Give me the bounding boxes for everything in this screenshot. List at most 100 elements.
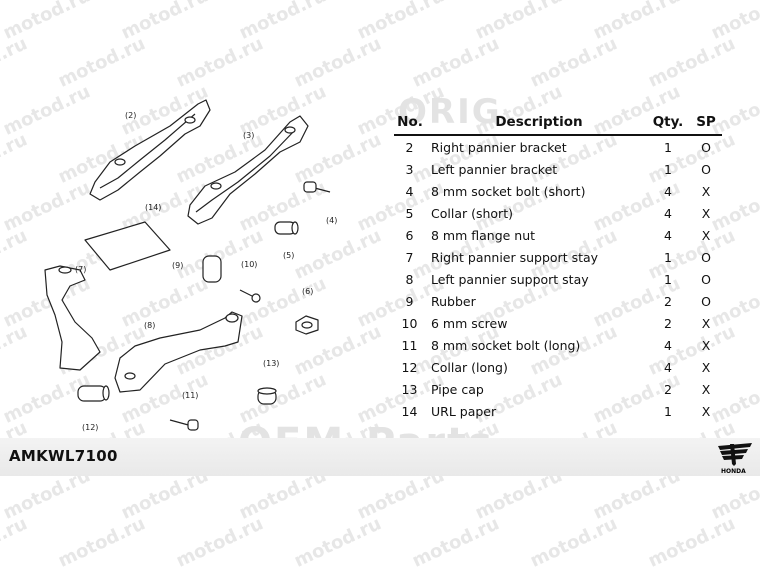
- header-no: No.: [394, 110, 431, 136]
- watermark-text: motod.ru: [117, 0, 212, 44]
- watermark-text: motod.ru: [54, 33, 149, 92]
- cell-sp: X: [701, 381, 711, 397]
- cell-description: Collar (short): [431, 205, 513, 221]
- cell-qty: 1: [664, 403, 672, 419]
- cell-qty: 2: [664, 381, 672, 397]
- callout-6: (6): [302, 287, 313, 296]
- rubber-drawing: [202, 255, 222, 283]
- cell-qty: 1: [664, 271, 672, 287]
- cell-description: 8 mm socket bolt (long): [431, 337, 581, 353]
- watermark-text: motod.ru: [0, 33, 31, 92]
- callout-13: (13): [263, 359, 279, 368]
- watermark-text: motod.ru: [172, 33, 267, 92]
- collar-short-drawing: [274, 221, 299, 235]
- watermark-text: motod.ru: [408, 33, 503, 92]
- cell-sp: X: [701, 337, 711, 353]
- callout-9: (9): [172, 261, 183, 270]
- collar-long-drawing: [77, 385, 110, 402]
- watermark-text: motod.ru: [172, 513, 267, 570]
- cell-no: 3: [405, 161, 414, 177]
- watermark-text: motod.ru: [353, 0, 448, 44]
- cell-no: 5: [405, 205, 414, 221]
- cell-no: 9: [405, 293, 414, 309]
- left-pannier-bracket-drawing: [187, 115, 309, 225]
- socket-bolt-short-drawing: [303, 181, 331, 193]
- watermark-text: motod.ru: [589, 0, 684, 44]
- cell-no: 4: [405, 183, 414, 199]
- callout-2: (2): [125, 111, 136, 120]
- watermark-text: motod.ru: [471, 0, 566, 44]
- callout-7: (7): [75, 265, 86, 274]
- header-qty: Qty.: [646, 110, 690, 136]
- watermark-text: motod.ru: [408, 513, 503, 570]
- cell-sp: X: [701, 403, 711, 419]
- callout-10: (10): [241, 260, 257, 269]
- cell-no: 6: [405, 227, 414, 243]
- table-header-row: No. Description Qty. SP: [394, 110, 722, 136]
- cell-description: Rubber: [431, 293, 476, 309]
- watermark-text: motod.ru: [290, 513, 385, 570]
- honda-brand-text: HONDA: [721, 468, 746, 475]
- cell-qty: 1: [664, 249, 672, 265]
- table-row: 4 8 mm socket bolt (short) 4 X: [394, 180, 722, 202]
- cell-qty: 4: [664, 227, 672, 243]
- cell-qty: 4: [664, 337, 672, 353]
- table-row: 3 Left pannier bracket 1 O: [394, 158, 722, 180]
- callout-5: (5): [283, 251, 294, 260]
- cell-qty: 2: [664, 293, 672, 309]
- cell-sp: X: [701, 183, 711, 199]
- cell-no: 2: [405, 139, 414, 155]
- table-row: 11 8 mm socket bolt (long) 4 X: [394, 334, 722, 356]
- cell-qty: 4: [664, 205, 672, 221]
- right-pannier-bracket-drawing: [89, 99, 211, 201]
- callout-8: (8): [144, 321, 155, 330]
- cell-sp: X: [701, 315, 711, 331]
- parts-diagram: (2) (3) (4) (5) (6) (7) (8) (9) (10) (11…: [44, 99, 337, 432]
- table-row: 13 Pipe cap 2 X: [394, 378, 722, 400]
- screw-6mm-drawing: [239, 289, 261, 303]
- cell-sp: O: [701, 293, 711, 309]
- kit-code: AMKWL7100: [9, 447, 118, 465]
- cell-sp: X: [701, 227, 711, 243]
- flange-nut-drawing: [295, 315, 319, 335]
- cell-qty: 4: [664, 183, 672, 199]
- url-paper-drawing: [84, 221, 171, 271]
- cell-sp: O: [701, 271, 711, 287]
- watermark-text: motod.ru: [644, 513, 739, 570]
- header-sp: SP: [690, 110, 722, 136]
- table-row: 9 Rubber 2 O: [394, 290, 722, 312]
- cell-description: URL paper: [431, 403, 497, 419]
- cell-qty: 1: [664, 161, 672, 177]
- cell-description: Collar (long): [431, 359, 508, 375]
- watermark-text: motod.ru: [526, 513, 621, 570]
- cell-description: Pipe cap: [431, 381, 484, 397]
- right-pannier-support-stay-drawing: [44, 265, 101, 371]
- cell-description: 8 mm socket bolt (short): [431, 183, 586, 199]
- header-description: Description: [431, 110, 646, 136]
- cell-sp: O: [701, 249, 711, 265]
- cell-no: 12: [401, 359, 418, 375]
- callout-12: (12): [82, 423, 98, 432]
- cell-description: 6 mm screw: [431, 315, 508, 331]
- cell-sp: O: [701, 161, 711, 177]
- watermark-text: motod.ru: [644, 33, 739, 92]
- watermark-text: motod.ru: [0, 513, 31, 570]
- callout-11: (11): [182, 391, 198, 400]
- cell-no: 10: [401, 315, 418, 331]
- pipe-cap-drawing: [257, 387, 277, 405]
- watermark-text: motod.ru: [54, 513, 149, 570]
- cell-no: 7: [405, 249, 414, 265]
- cell-no: 13: [401, 381, 418, 397]
- socket-bolt-long-drawing: [169, 419, 199, 431]
- cell-no: 8: [405, 271, 414, 287]
- callout-4: (4): [326, 216, 337, 225]
- cell-description: Left pannier bracket: [431, 161, 558, 177]
- cell-no: 11: [401, 337, 418, 353]
- cell-qty: 2: [664, 315, 672, 331]
